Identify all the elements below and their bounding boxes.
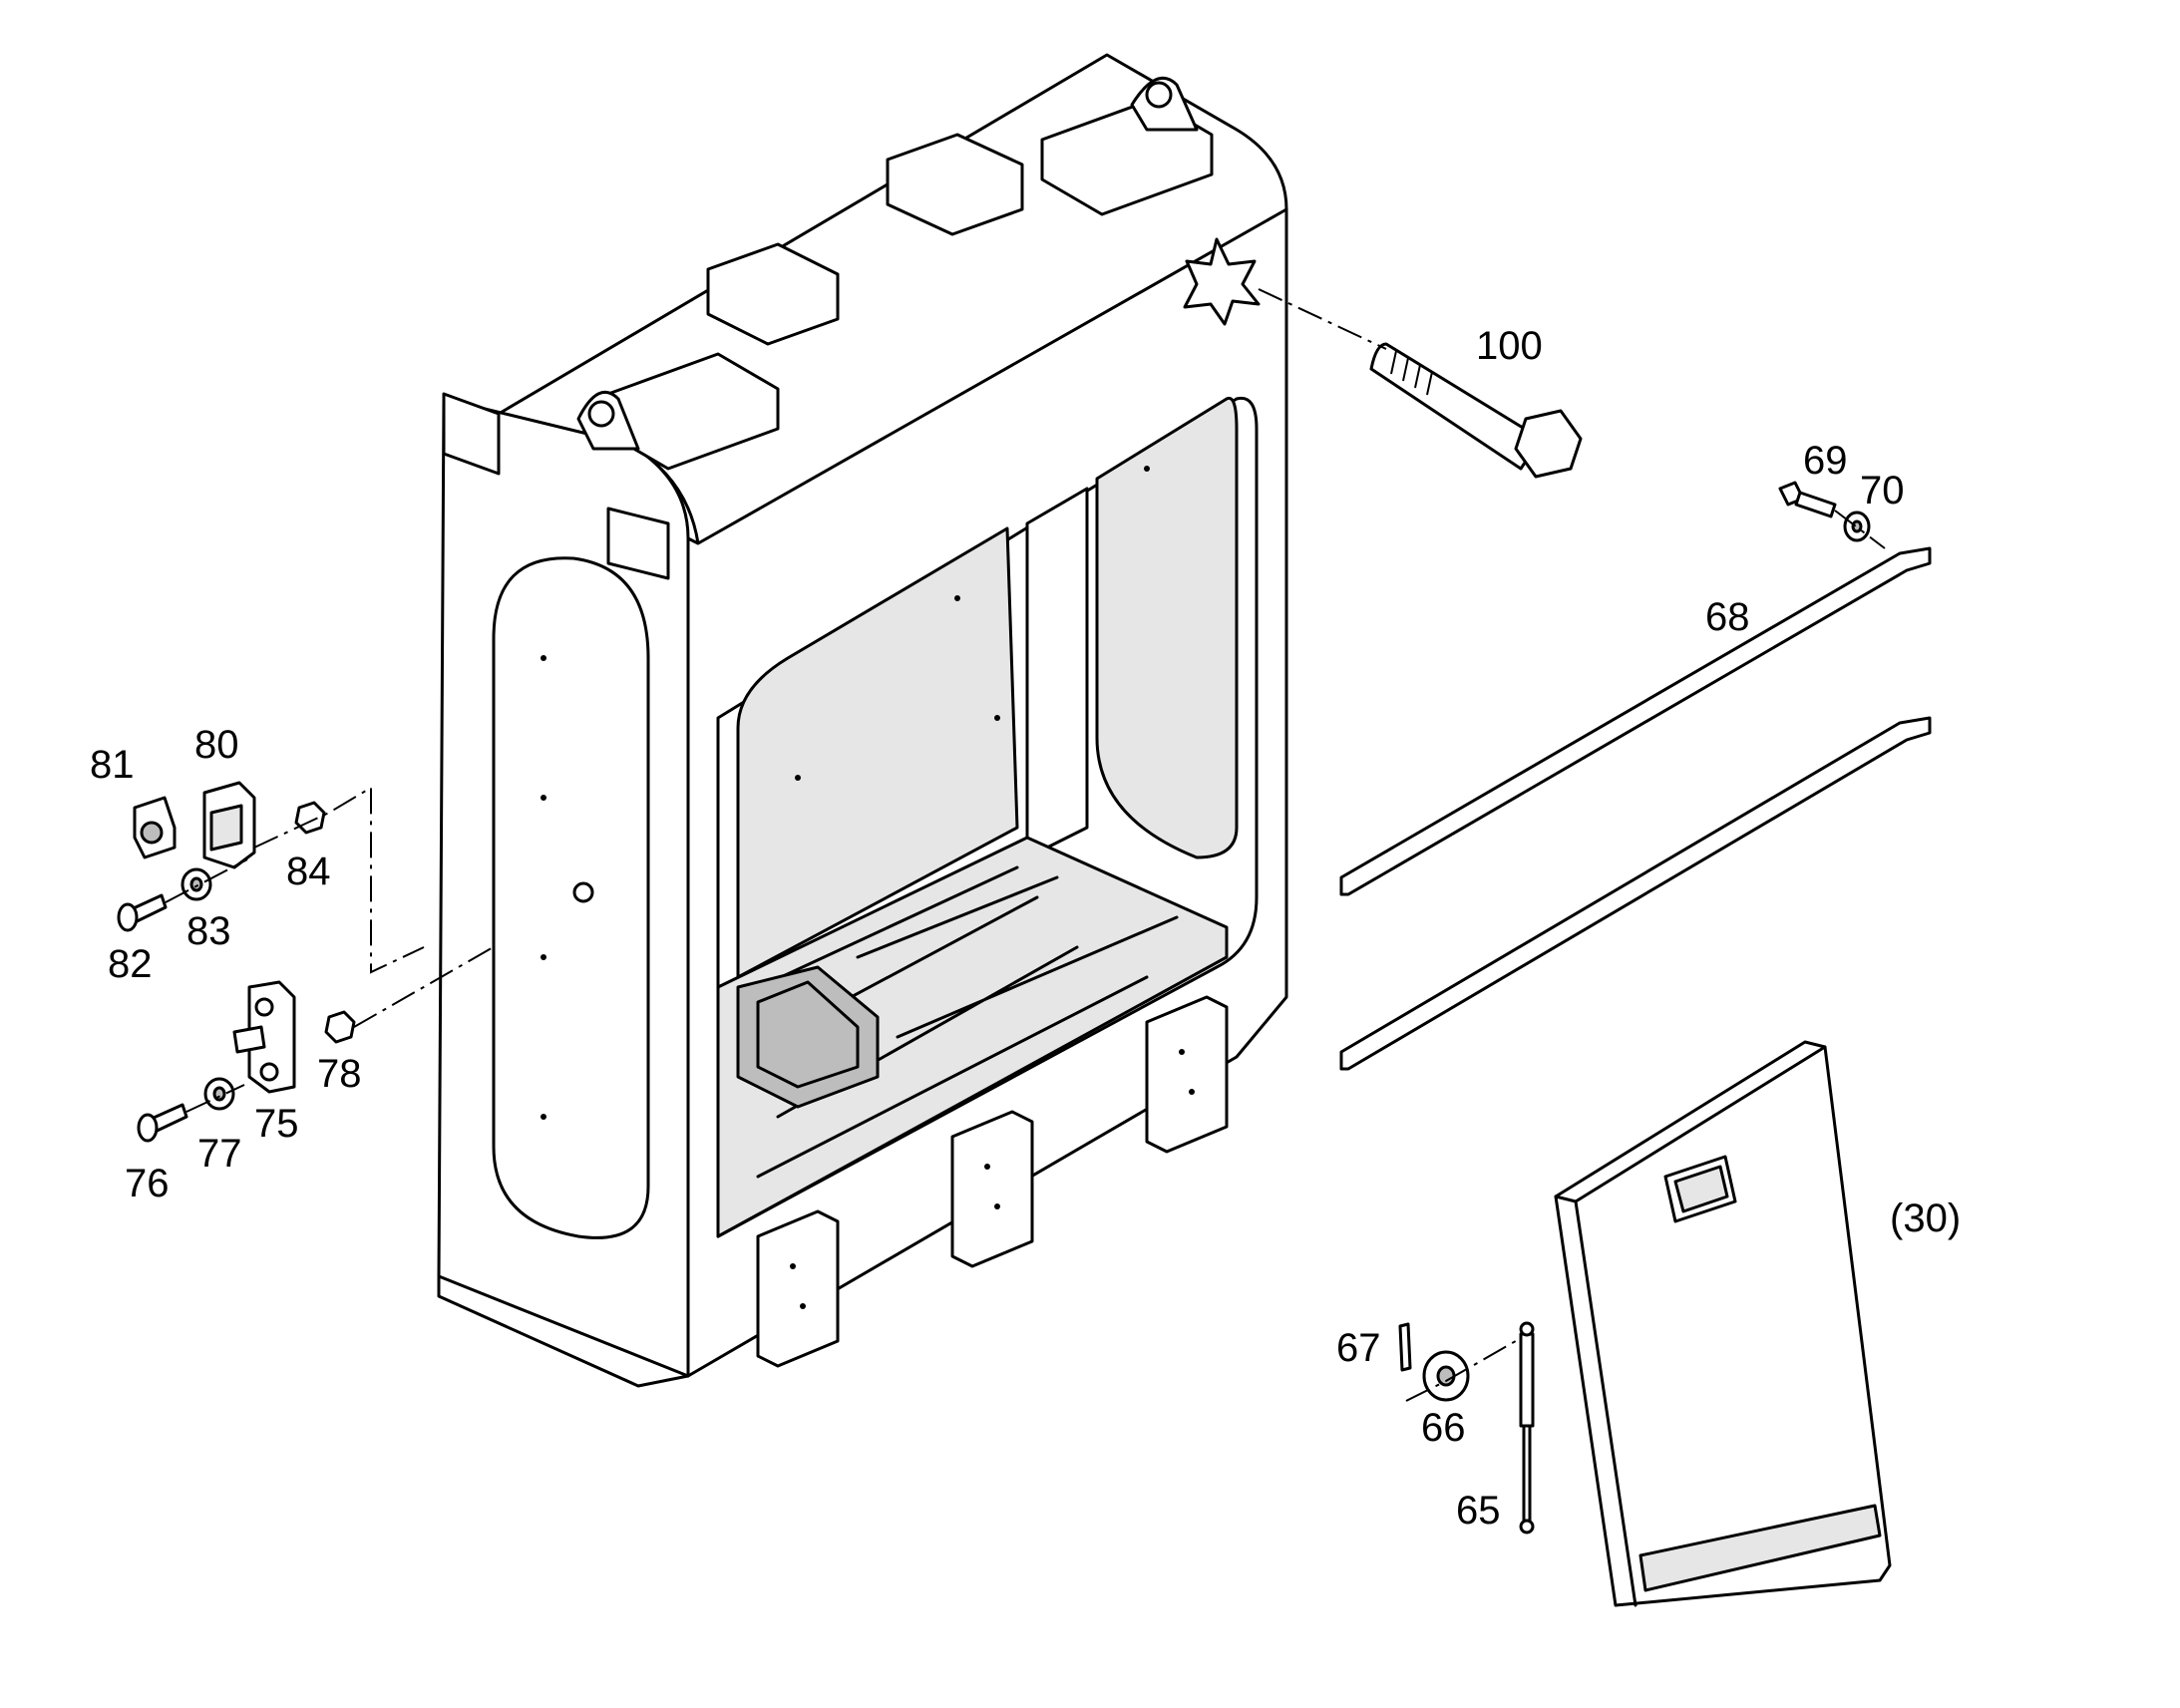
callout-labels: 100 69 70 68 81 80 84 83 82 78 75 77 76 …	[90, 324, 1961, 1533]
leader-78-75	[353, 944, 498, 1028]
callout-30: (30)	[1890, 1196, 1961, 1240]
callout-78: 78	[317, 1052, 362, 1096]
pin-67	[1398, 1322, 1412, 1372]
nut-78	[324, 1010, 356, 1044]
cab-frame	[437, 53, 1288, 1388]
callout-75: 75	[254, 1102, 299, 1146]
leader-69-70	[1834, 510, 1886, 549]
washer-66	[1422, 1350, 1470, 1402]
callout-65: 65	[1456, 1489, 1501, 1533]
strut-rods	[1339, 546, 1932, 1071]
callout-100: 100	[1476, 324, 1543, 368]
gas-strut-65	[1519, 1321, 1535, 1535]
callout-66: 66	[1421, 1406, 1466, 1450]
bolt-100	[1369, 342, 1583, 479]
rod-upper	[1339, 546, 1932, 896]
leader-66-65	[1405, 1337, 1522, 1402]
nut-84	[294, 801, 326, 835]
callout-83: 83	[186, 909, 231, 953]
callout-82: 82	[108, 942, 153, 986]
bolt-69	[1778, 481, 1837, 518]
hatch-panel	[1554, 1040, 1892, 1607]
leader-84-80	[253, 786, 425, 974]
callout-69: 69	[1803, 439, 1848, 483]
callout-77: 77	[197, 1132, 242, 1176]
star-marker-icon	[1183, 237, 1261, 326]
callout-84: 84	[286, 850, 331, 893]
leader-82-83	[165, 858, 248, 903]
callout-76: 76	[125, 1162, 170, 1205]
callout-80: 80	[194, 723, 239, 767]
rod-lower	[1339, 716, 1932, 1071]
callout-70: 70	[1860, 469, 1905, 512]
callout-67: 67	[1336, 1326, 1381, 1370]
latch-assembly	[117, 781, 356, 1143]
callout-81: 81	[90, 743, 135, 787]
washer-70	[1843, 511, 1871, 542]
callout-68: 68	[1705, 595, 1750, 639]
leader-76-77	[185, 1084, 245, 1113]
leader-100	[1258, 288, 1387, 350]
